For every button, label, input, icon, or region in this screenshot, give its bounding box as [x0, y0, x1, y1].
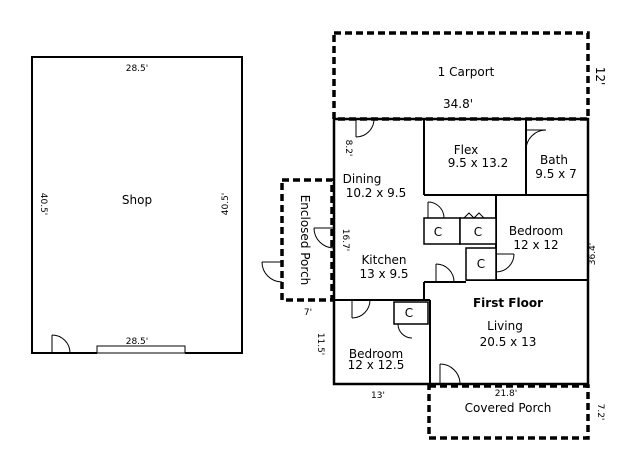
shop-entry-door: [51, 334, 71, 354]
bedroom-right-size: 12 x 12: [513, 238, 558, 252]
bedroom-left-name: Bedroom: [349, 347, 403, 361]
closet-4-door: [397, 323, 413, 339]
dining-name: Dining: [343, 172, 382, 186]
shop-dim-top: 28.5': [126, 64, 149, 74]
covered-porch-dim-depth: 7.2': [595, 404, 605, 421]
shop-dim-right: 40.5': [221, 193, 231, 216]
enclosed-porch-outline: [280, 178, 334, 302]
enclosed-porch-door: [261, 261, 283, 283]
bath-name: Bath: [540, 153, 568, 167]
closet-3: [465, 247, 497, 281]
flex-size: 9.5 x 13.2: [448, 156, 509, 170]
carport-entry-door: [355, 118, 375, 138]
closet-3-label: C: [477, 257, 485, 271]
closet-2-bifold-door: [463, 212, 485, 219]
carport-dim-width: 34.8': [443, 97, 473, 111]
shop-building: Shop 28.5' 28.5' 40.5' 40.5': [31, 56, 243, 355]
bedroom-right-door: [495, 253, 515, 273]
shop-dim-bottom: 28.5': [126, 337, 149, 347]
covered-porch-outline: [427, 384, 590, 440]
flex-name: Flex: [454, 143, 479, 157]
covered-porch-label: Covered Porch: [465, 401, 552, 415]
covered-porch: Covered Porch 7.2': [427, 384, 605, 440]
living-name: Living: [487, 319, 523, 333]
closet-1-label: C: [434, 225, 442, 239]
kitchen-size: 13 x 9.5: [359, 267, 408, 281]
shop-label: Shop: [122, 193, 152, 207]
bedroom-left-size: 12 x 12.5: [348, 358, 405, 372]
dim-right: 36.4': [588, 243, 598, 266]
house-exterior-walls: [332, 117, 590, 386]
shop-bay-door: [96, 345, 186, 354]
closets: C C C C: [393, 217, 497, 325]
dim-step: 7': [304, 308, 312, 318]
closet-2: [459, 217, 497, 245]
kitchen-name: Kitchen: [361, 253, 406, 267]
dining-size: 10.2 x 9.5: [346, 186, 407, 200]
porch-kitchen-door: [313, 227, 335, 249]
dim-left-upper: 8.2': [343, 140, 353, 157]
front-door: [439, 363, 461, 385]
living-size: 20.5 x 13: [480, 335, 537, 349]
closet-1-door: [427, 201, 445, 219]
bath-door: [525, 129, 547, 151]
carport-label: 1 Carport: [438, 65, 495, 79]
house: C C C C: [304, 117, 598, 401]
bedroom-right-name: Bedroom: [509, 224, 563, 238]
carport-dim-depth: 12': [593, 67, 607, 86]
dim-bottom-right: 21.8': [495, 389, 518, 399]
dim-bottom-left: 13': [371, 391, 385, 401]
door-swings: [313, 118, 547, 385]
shop-dim-left: 40.5': [38, 193, 48, 216]
floor-title: First Floor: [473, 296, 543, 310]
enclosed-porch-label: Enclosed Porch: [298, 195, 312, 286]
dim-left-mid: 16.7': [340, 229, 350, 252]
bedroom-left-door: [351, 299, 371, 319]
enclosed-porch: Enclosed Porch: [261, 178, 334, 302]
dim-left-lower: 11.5': [315, 333, 325, 356]
carport: 1 Carport 34.8' 12': [332, 31, 607, 121]
closet-4-label: C: [405, 306, 413, 320]
bath-size: 9.5 x 7: [535, 167, 576, 181]
closet-2-label: C: [474, 225, 482, 239]
kitchen-closet-door: [435, 263, 455, 283]
